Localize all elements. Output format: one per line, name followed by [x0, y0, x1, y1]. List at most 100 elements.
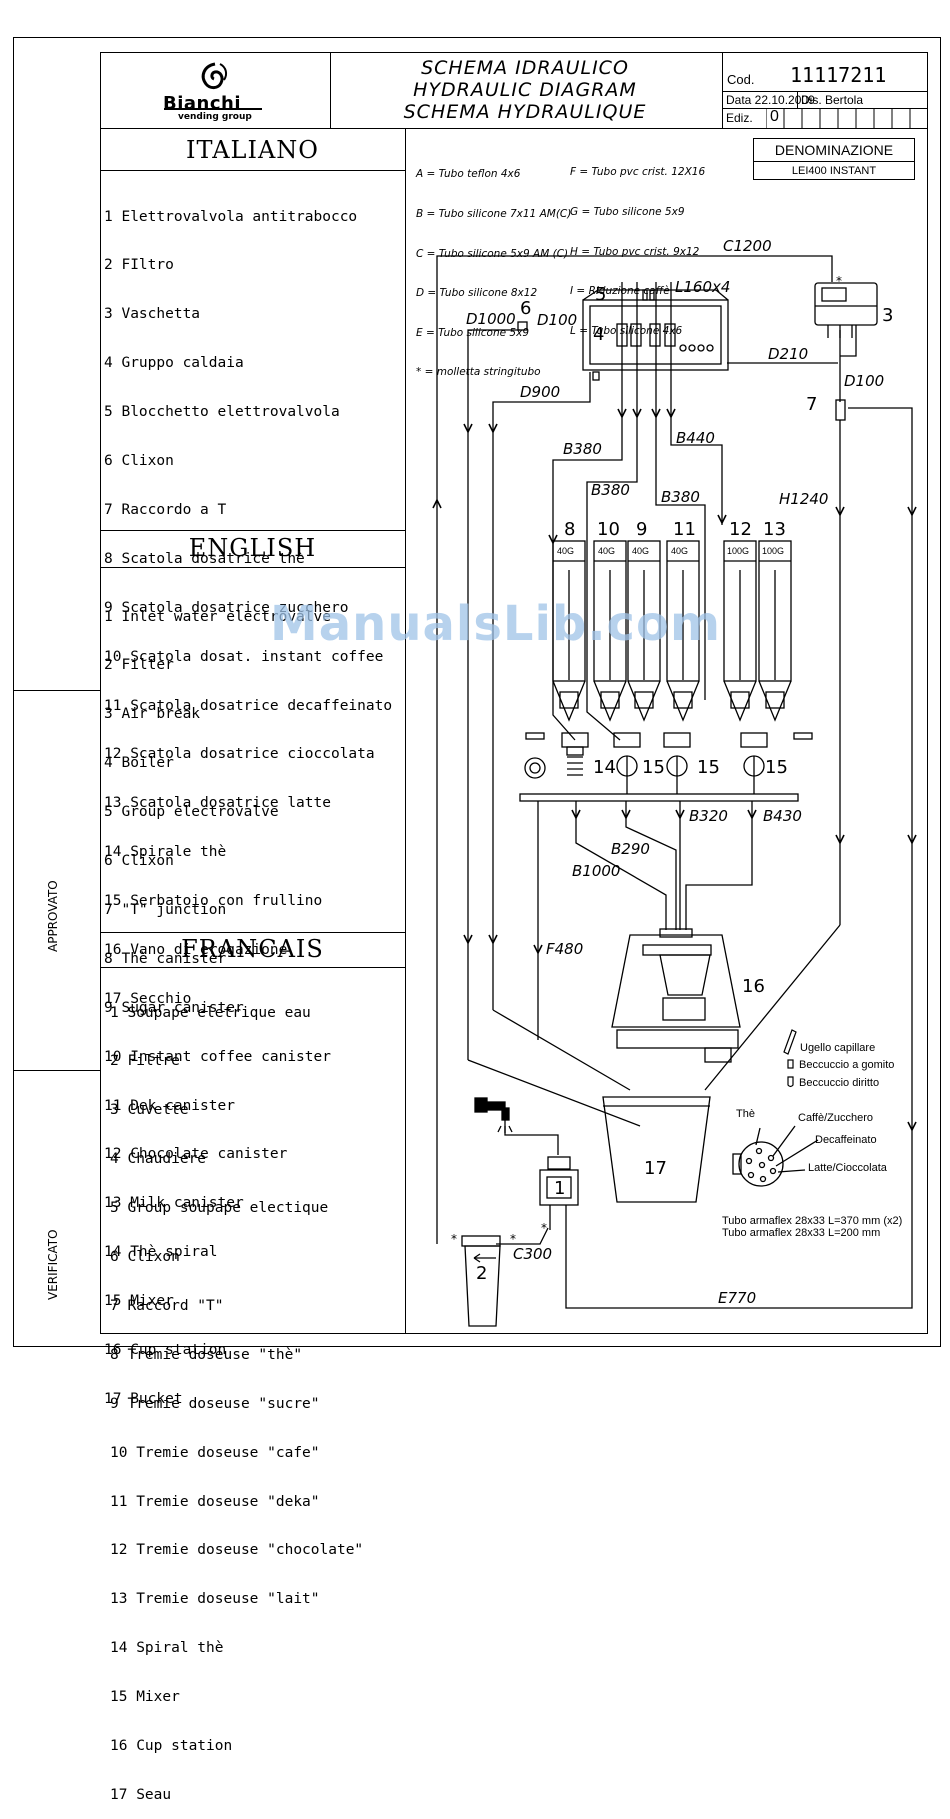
label-d100b: D100 [844, 372, 885, 390]
tube-code: H = Tubo pvc crist. 9x12 [570, 245, 700, 258]
legend-item: 13 Scatola dosatrice latte [104, 795, 331, 812]
legend-item: 17 Seau [110, 1786, 172, 1803]
legend-item: 2 Filtre [110, 1053, 180, 1070]
legend-item: 14 Spiral thè [110, 1640, 224, 1657]
water-tap [474, 1097, 513, 1133]
armaflex-note-1: Tubo armaflex 28x33 L=370 mm (x2) [722, 1215, 903, 1227]
cap-10: 40G [598, 546, 616, 556]
approvato-label: APPROVATO [46, 880, 60, 952]
number-15a: 15 [642, 757, 665, 778]
tube-c1200 [436, 255, 833, 1244]
arrow-mark [747, 809, 757, 820]
tube-c300 [496, 1227, 549, 1245]
canister-13 [758, 540, 792, 722]
arrow-mark [835, 834, 845, 845]
legend-item: 10 Instant coffee canister [104, 1048, 331, 1065]
clamp-mark: * [836, 274, 842, 288]
tube-d100-right [840, 325, 857, 357]
legend-item: 1 Inlet water electrovalve [104, 608, 331, 625]
label-c1200: C1200 [723, 237, 772, 255]
legend-item: 15 Mixer [104, 1293, 174, 1310]
head-decaf: Decaffeinato [815, 1134, 877, 1146]
bucket [602, 1096, 711, 1203]
tube-to-bucket-2 [492, 1009, 631, 1091]
canister-12 [723, 540, 757, 722]
number-1: 1 [554, 1178, 566, 1199]
number-7: 7 [806, 394, 818, 415]
legend-item: 9 Scatola dosatrice zucchero [104, 599, 349, 616]
legend-en-title-line [100, 567, 405, 568]
legend-item: 12 Scatola dosatrice cioccolata [104, 746, 375, 763]
legend-item: 13 Tremie doseuse "lait" [110, 1591, 320, 1608]
verificato-label: VERIFICATO [46, 1229, 60, 1300]
filter [461, 1235, 501, 1327]
margin-divider-mid [13, 1070, 100, 1071]
arrow-mark [632, 408, 642, 419]
number-8: 8 [564, 519, 576, 540]
arrow-mark [488, 423, 498, 434]
clixon [517, 321, 528, 331]
legend-english-list: 1 Inlet water electrovalve 2 Filter 3 Ai… [104, 576, 331, 1423]
nozzle-icons [783, 1029, 797, 1088]
ediz-grid [765, 108, 928, 128]
cod-value: 11117211 [790, 63, 887, 87]
number-5: 5 [595, 284, 607, 305]
legend-item: 15 Mixer [110, 1689, 180, 1706]
label-b380a: B380 [563, 440, 602, 458]
label-d1000: D1000 [466, 310, 516, 328]
bianchi-logo [160, 58, 270, 124]
arrow-mark [533, 944, 543, 955]
legend-item: 12 Tremie doseuse "chocolate" [110, 1542, 364, 1559]
number-2: 2 [476, 1263, 488, 1284]
label-f480: F480 [546, 940, 584, 958]
legend-column-border [405, 128, 406, 1334]
legend-item: 11 Scatola dosatrice decaffeinato [104, 697, 393, 714]
legend-item: 3 Air break [104, 706, 201, 723]
number-15b: 15 [697, 757, 720, 778]
legend-item: 1 Soupape eletrique eau [110, 1004, 311, 1021]
head-the: Thè [736, 1108, 755, 1120]
tube-b380-c [655, 425, 706, 700]
tube-code: F = Tubo pvc crist. 12X16 [570, 166, 706, 179]
tube-b380-b [586, 425, 638, 741]
label-b440: B440 [676, 429, 715, 447]
legend-item: 16 Cup station [110, 1737, 233, 1754]
denominazione-value: LEI400 INSTANT [791, 165, 877, 177]
title-italian: SCHEMA IDRAULICO [421, 57, 629, 79]
legend-item: 14 Thè spiral [104, 1244, 218, 1261]
number-3: 3 [882, 305, 894, 326]
number-13: 13 [763, 519, 786, 540]
tube-code: * = molletta stringitubo [416, 366, 541, 379]
nozzle-head [732, 1125, 819, 1187]
boiler [582, 289, 729, 381]
label-b320: B320 [689, 807, 728, 825]
legend-francais-title: FRANCAIS [181, 935, 324, 963]
legend-en-top-line [100, 530, 405, 531]
number-14: 14 [593, 757, 616, 778]
label-b380b: B380 [591, 481, 630, 499]
titleblock-sep-dis [797, 91, 798, 108]
tube-water-in [504, 1120, 559, 1155]
label-b380c: B380 [661, 488, 700, 506]
legend-item: 13 Milk canister [104, 1195, 244, 1212]
tube-b430 [685, 801, 753, 930]
arrow-mark [621, 809, 631, 820]
canister-10 [593, 540, 627, 722]
head-caffe: Caffè/Zucchero [798, 1112, 874, 1124]
legend-item: 10 Tremie doseuse "cafe" [110, 1444, 320, 1461]
tube-d1000 [467, 329, 520, 1060]
legend-italiano-list: 1 Elettrovalvola antitrabocco 2 FIltro 3… [104, 176, 392, 1023]
legend-item: 6 Clixon [104, 853, 174, 870]
label-d210: D210 [768, 345, 809, 363]
clamp-mark: * [451, 1232, 457, 1246]
legend-item: 5 Group electrovalve [104, 804, 279, 821]
tube-b440 [670, 425, 723, 525]
arrow-mark [907, 506, 917, 517]
legend-item: 5 Blocchetto elettrovalvola [104, 404, 340, 421]
arrow-mark [835, 506, 845, 517]
watermark: ManualsLib.com [270, 596, 721, 652]
tube-b1000 [575, 801, 667, 930]
number-6: 6 [520, 298, 532, 319]
arrow-mark [717, 514, 727, 525]
legend-item: 2 Filter [104, 657, 174, 674]
